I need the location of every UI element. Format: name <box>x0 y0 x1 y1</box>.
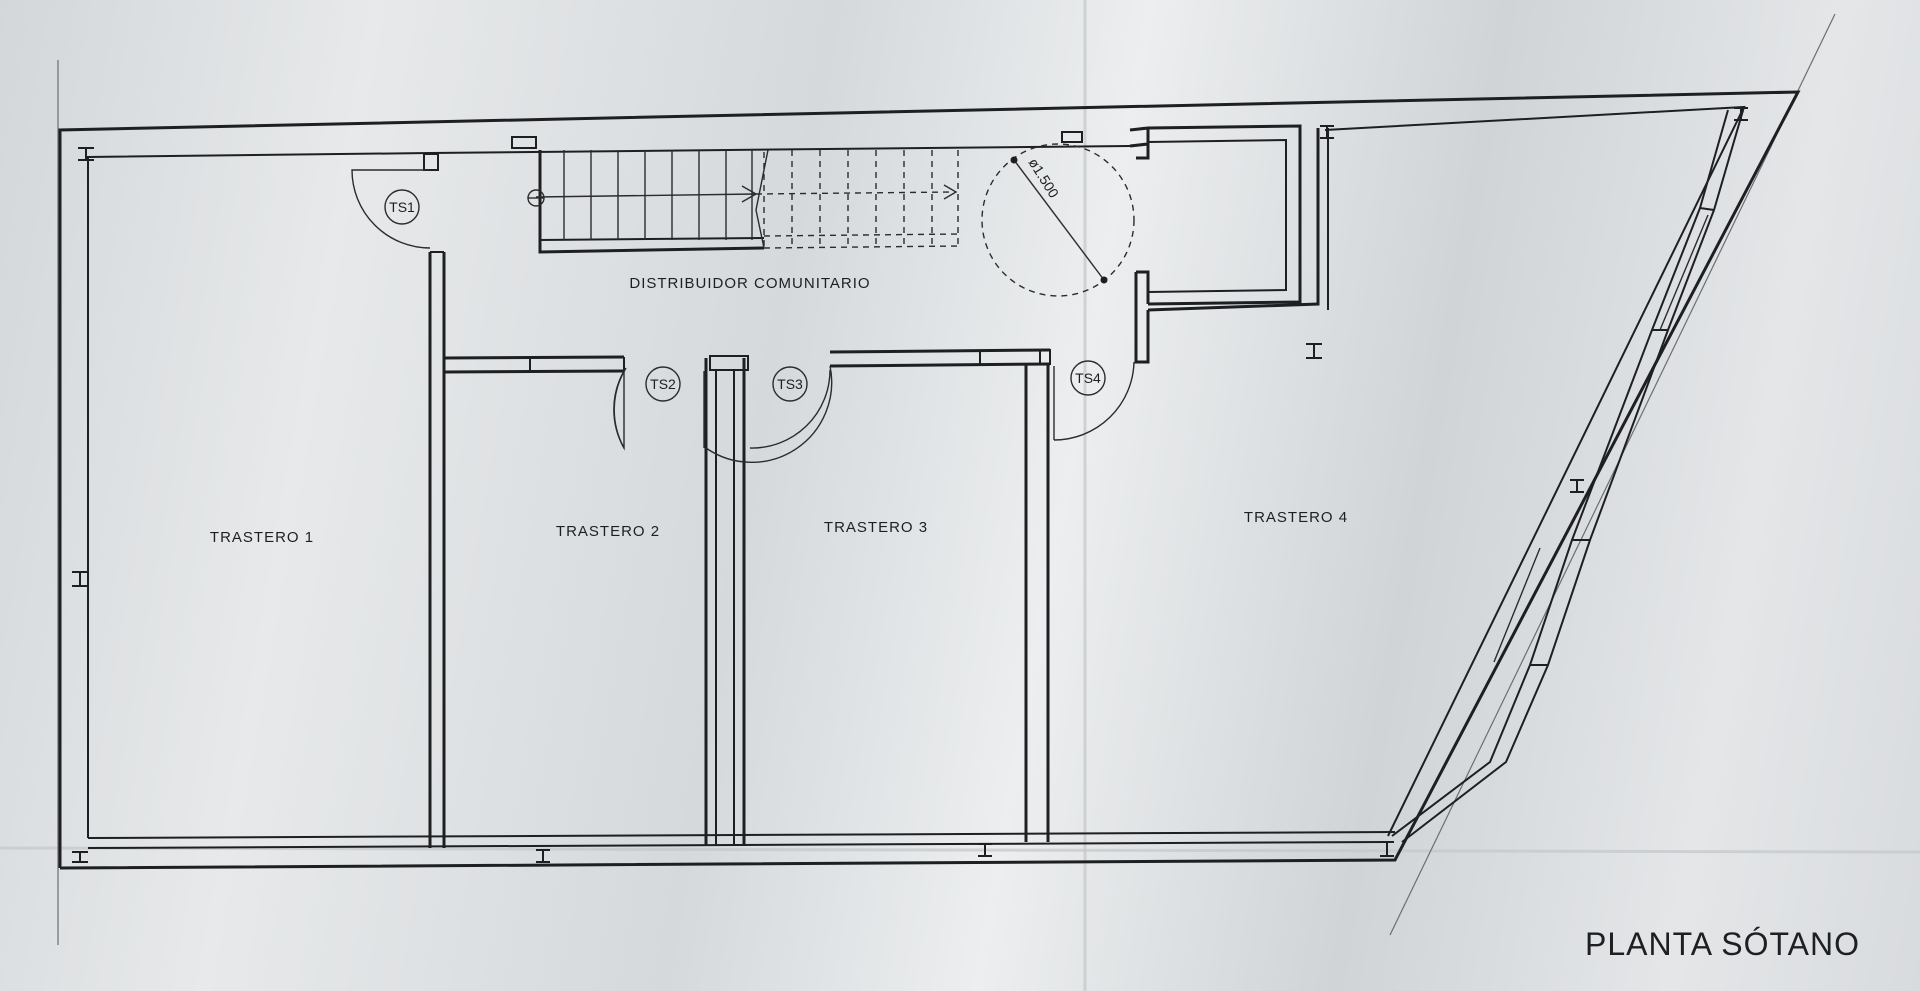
door-tag-ts1-circle <box>384 189 420 225</box>
room-label-trastero-1: TRASTERO 1 <box>210 529 314 546</box>
stairs <box>527 149 961 254</box>
door-tags: TS1 TS2 TS3 TS4 <box>384 189 1106 402</box>
turning-circle-label: ø1.500 <box>1025 155 1062 201</box>
turning-circle: ø1.500 <box>981 143 1135 297</box>
outer-walls <box>58 90 1801 870</box>
door-tag-ts4: TS4 <box>1075 370 1101 386</box>
paper-fold-horizontal <box>0 846 1920 854</box>
room-labels: DISTRIBUIDOR COMUNITARIO TRASTERO 1 TRAS… <box>210 275 1348 546</box>
room-label-trastero-4: TRASTERO 4 <box>1244 509 1348 526</box>
door-swings <box>351 169 1135 463</box>
door-tag-ts4-circle <box>1070 360 1106 396</box>
door-tag-ts2-circle <box>645 366 681 402</box>
column-markers <box>72 107 1748 863</box>
room-label-trastero-2: TRASTERO 2 <box>556 523 660 540</box>
room-label-distribuidor: DISTRIBUIDOR COMUNITARIO <box>629 275 870 292</box>
margin-line-right <box>1389 13 1836 936</box>
interior-walls <box>423 124 1329 848</box>
room-label-trastero-3: TRASTERO 3 <box>824 519 928 536</box>
door-tag-ts3: TS3 <box>777 376 803 392</box>
plan-title: PLANTA SÓTANO <box>1585 926 1860 962</box>
door-tag-ts1: TS1 <box>389 199 415 215</box>
door-tag-ts3-circle <box>772 366 808 402</box>
door-tag-ts2: TS2 <box>650 376 676 392</box>
